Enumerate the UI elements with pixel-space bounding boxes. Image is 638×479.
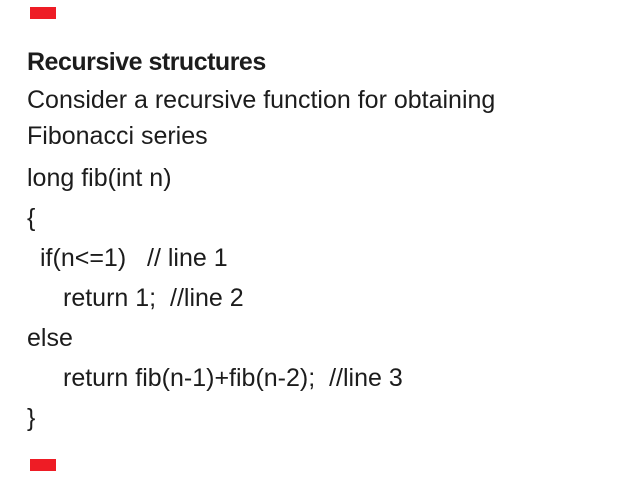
code-block: long fib(int n) { if(n<=1) // line 1 ret… — [27, 158, 617, 438]
red-accent-top — [30, 7, 56, 19]
code-line-else: else — [27, 324, 73, 352]
slide-title: Recursive structures — [27, 48, 266, 76]
intro-paragraph: Consider a recursive function for obtain… — [27, 82, 617, 154]
slide-content: Recursive structures Consider a recursiv… — [27, 0, 617, 438]
paragraph-line: Fibonacci series — [27, 122, 208, 150]
code-line-if-condition: if(n<=1) // line 1 — [40, 244, 228, 272]
code-line-return-recursive: return fib(n-1)+fib(n-2); //line 3 — [63, 364, 403, 392]
code-line-open-brace: { — [27, 204, 36, 232]
code-line-close-brace: } — [27, 404, 36, 432]
red-accent-bottom — [30, 459, 56, 471]
code-line-function-signature: long fib(int n) — [27, 164, 172, 192]
paragraph-line: Consider a recursive function for obtain… — [27, 86, 496, 114]
code-line-return-base-case: return 1; //line 2 — [63, 284, 244, 312]
